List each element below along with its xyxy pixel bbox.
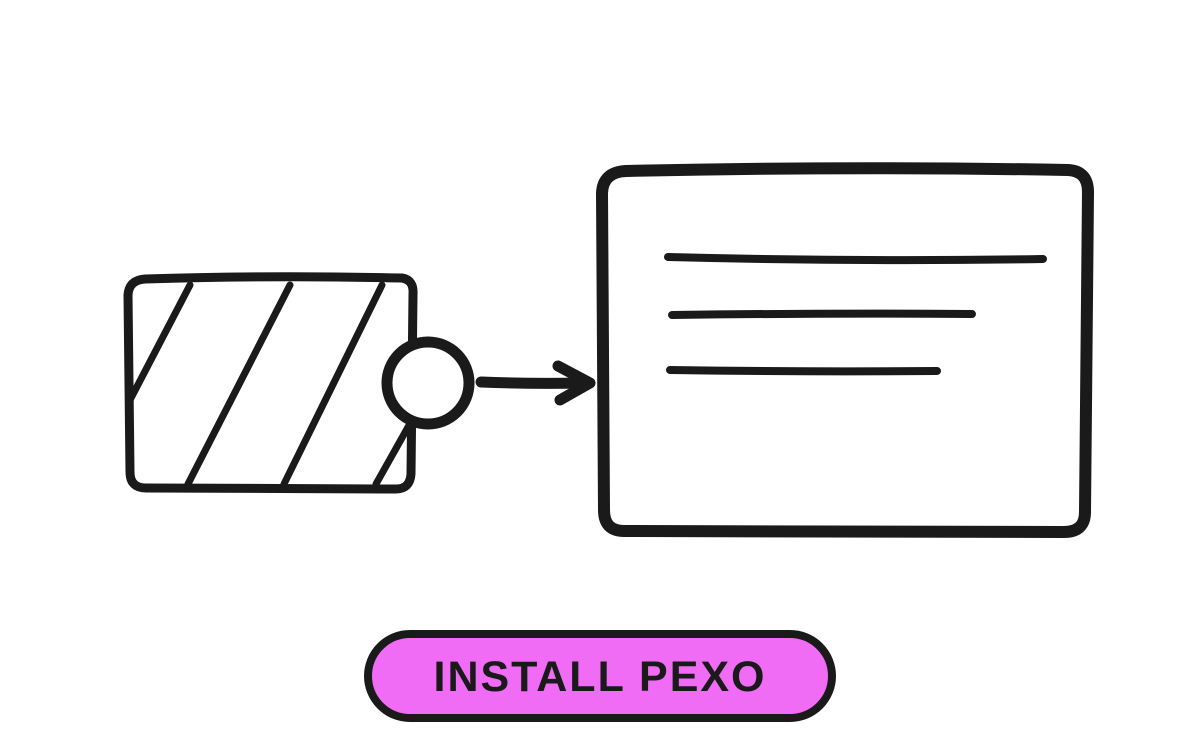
hatch-line	[132, 281, 194, 404]
install-button-label: INSTALL PEXO	[433, 652, 767, 701]
install-pexo-button[interactable]: INSTALL PEXO	[364, 630, 836, 722]
window-outline	[596, 162, 1094, 538]
window-text-line	[668, 309, 976, 319]
hatch-line	[184, 281, 294, 488]
hatch-line	[280, 281, 386, 488]
device-outline	[123, 272, 418, 494]
text-window-icon	[596, 162, 1094, 538]
window-text-line	[666, 366, 941, 376]
window-text-line	[664, 253, 1047, 265]
arrow-right-icon	[475, 360, 596, 406]
hatched-device-icon	[123, 272, 418, 494]
hatch-line	[372, 416, 410, 488]
connector-port-icon	[381, 336, 475, 430]
